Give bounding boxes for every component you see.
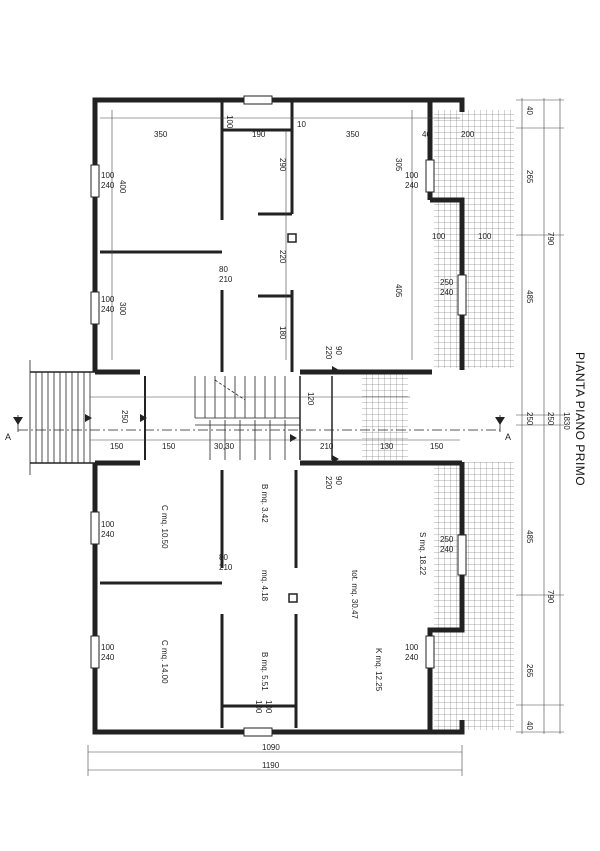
- dim-corridor-120: 120: [306, 392, 315, 406]
- door-upper-1-w: 80: [219, 265, 228, 274]
- dim-180: 180: [278, 326, 287, 340]
- dim-top-190: 190: [252, 130, 266, 139]
- chain-790-top: 790: [546, 232, 555, 246]
- room-label-c-10-50: C mq. 10.50: [160, 505, 169, 549]
- chain-40-top: 40: [525, 106, 534, 115]
- door-upper-1-h: 210: [219, 275, 233, 284]
- outer-walls: [92, 97, 465, 735]
- win-lower-2-h: 240: [101, 653, 115, 662]
- dim-405: 405: [394, 284, 403, 298]
- dim-corridor-130: 130: [380, 442, 394, 451]
- section-marker-left: A: [5, 432, 11, 442]
- level-marker-4: [332, 366, 339, 374]
- terrace-hatch-lower: [434, 462, 514, 730]
- door-lower-2-w: 80: [219, 553, 228, 562]
- chain-485-top: 485: [525, 290, 534, 304]
- door-lower-2-h: 210: [219, 563, 233, 572]
- shaft-fixture-lower: [288, 593, 298, 603]
- dim-top-200: 200: [461, 130, 475, 139]
- dim-290: 290: [278, 158, 287, 172]
- win-upper-4-w: 250: [440, 278, 454, 287]
- win-upper-2-w: 100: [101, 295, 115, 304]
- win-upper-1-w: 100: [101, 171, 115, 180]
- level-marker-1: [85, 414, 92, 422]
- terrace-hatch-upper: [434, 110, 514, 368]
- room-label-c-14-00: C mq. 14.00: [160, 640, 169, 684]
- windows: [90, 95, 467, 737]
- level-marker-2: [140, 414, 147, 422]
- dim-300: 300: [118, 302, 127, 316]
- door-upper-2-h: 220: [324, 346, 333, 360]
- chain-265-bottom: 265: [525, 664, 534, 678]
- dim-top-40: 40: [422, 130, 431, 139]
- drawing-title: PIANTA PIANO PRIMO: [573, 352, 587, 486]
- room-label-b-5-51: B mq. 5.51: [260, 652, 269, 691]
- dim-corridor-150-c: 150: [430, 442, 444, 451]
- stairwell: [29, 360, 333, 475]
- win-upper-3-h: 240: [405, 181, 419, 190]
- win-lower-4-h: 240: [405, 653, 419, 662]
- section-arrow-left: [13, 417, 23, 425]
- win-upper-3-w: 100: [405, 171, 419, 180]
- win-lower-4-w: 100: [405, 643, 419, 652]
- room-label-k-12-25: K mq. 12.25: [374, 648, 383, 692]
- win-lower-2-w: 100: [101, 643, 115, 652]
- chain-40-bottom: 40: [525, 721, 534, 730]
- dim-bottom-1090: 1090: [262, 743, 280, 752]
- dim-top-350-b: 350: [346, 130, 360, 139]
- win-lower-3-h: 240: [440, 545, 454, 554]
- dim-400: 400: [118, 180, 127, 194]
- chain-1830: 1830: [562, 412, 571, 430]
- dim-305: 305: [394, 158, 403, 172]
- win-lower-3-w: 250: [440, 535, 454, 544]
- win-upper-4-h: 240: [440, 288, 454, 297]
- dim-corridor-210: 210: [320, 442, 334, 451]
- chain-265-top: 265: [525, 170, 534, 184]
- dim-corridor-150-a: 150: [110, 442, 124, 451]
- section-marker-right: A: [505, 432, 511, 442]
- dim-top-10: 10: [297, 120, 306, 129]
- section-arrow-right: [495, 417, 505, 425]
- door-lower-1-w: 90: [334, 476, 343, 485]
- room-label-tot-30-47: tot. mq. 30.47: [350, 570, 359, 619]
- win-upper-2-h: 240: [101, 305, 115, 314]
- chain-250-b: 250: [546, 412, 555, 426]
- room-label-s-18-22: S mq. 18.22: [418, 532, 427, 576]
- shaft-fixture-upper: [287, 233, 297, 243]
- balcony-100-a: 100: [432, 232, 446, 241]
- dim-corridor-250: 250: [120, 410, 129, 424]
- door-lower-3-h: 100: [254, 700, 263, 714]
- dim-corridor-150-b: 150: [162, 442, 176, 451]
- dim-top-100: 100: [225, 115, 234, 129]
- room-label-mq-4-18: mq. 4.18: [260, 570, 269, 602]
- win-upper-1-h: 240: [101, 181, 115, 190]
- balcony-100-b: 100: [478, 232, 492, 241]
- dimension-lines: [87, 98, 564, 776]
- room-label-b-3-42: B mq. 3.42: [260, 484, 269, 523]
- chain-250-a: 250: [525, 412, 534, 426]
- chain-790-bottom: 790: [546, 590, 555, 604]
- level-marker-3: [290, 434, 297, 442]
- win-lower-1-w: 100: [101, 520, 115, 529]
- win-lower-1-h: 240: [101, 530, 115, 539]
- dim-220: 220: [278, 250, 287, 264]
- chain-485-bottom: 485: [525, 530, 534, 544]
- stair-landing-hatch: [362, 372, 408, 460]
- dim-corridor-3030: 30,30: [214, 442, 235, 451]
- door-upper-2-w: 90: [334, 346, 343, 355]
- inner-walls: [100, 100, 298, 728]
- door-lower-1-h: 220: [324, 476, 333, 490]
- level-marker-5: [332, 455, 339, 463]
- dim-top-350-a: 350: [154, 130, 168, 139]
- dim-bottom-1190: 1190: [262, 761, 280, 770]
- door-lower-3-w: 100: [264, 700, 273, 714]
